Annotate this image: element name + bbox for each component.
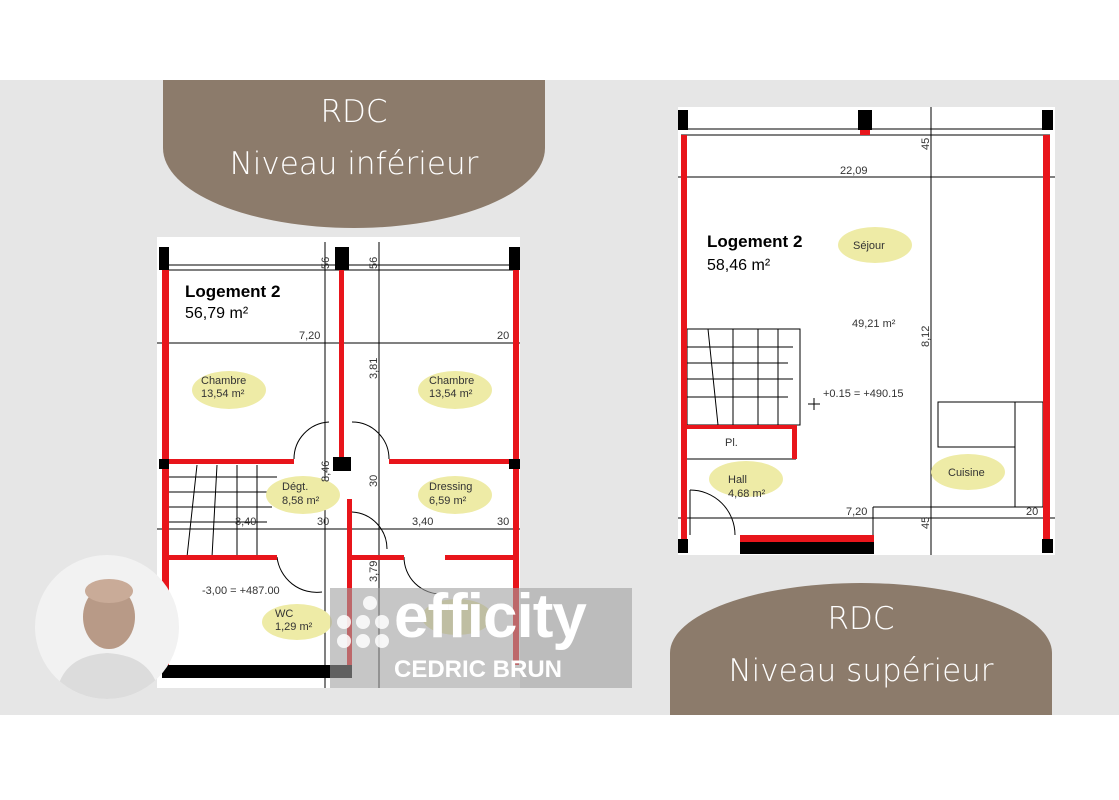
dimension: 3,79 xyxy=(368,561,380,582)
lower-level-tag: RDC Niveau inférieur xyxy=(163,80,545,228)
dimension: 20 xyxy=(1026,506,1038,518)
dimension: 45 xyxy=(920,517,932,529)
dimension: 45 xyxy=(920,138,932,150)
upper-floor-plan: Logement 2 58,46 m² Séjour 49,21 m² Hall… xyxy=(678,107,1055,555)
upper-plan-area: 58,46 m² xyxy=(707,257,771,274)
dimension: 30 xyxy=(368,475,380,487)
dimension: 3,40 xyxy=(412,516,433,528)
room-area: 6,59 m² xyxy=(429,495,467,507)
efficity-logo: efficity xyxy=(394,582,587,651)
lower-plan-area: 56,79 m² xyxy=(185,305,249,322)
room-area: 1,29 m² xyxy=(275,621,313,633)
room-area: 13,54 m² xyxy=(429,388,473,400)
room-name: Dressing xyxy=(429,481,472,493)
dimension: 56 xyxy=(368,257,380,269)
room-area: 4,68 m² xyxy=(728,488,766,500)
room-name: Chambre xyxy=(201,375,246,387)
upper-tag-line1: RDC xyxy=(827,601,895,637)
room-name: Cuisine xyxy=(948,467,985,479)
dimension: 3,81 xyxy=(368,358,380,379)
dimension: 7,20 xyxy=(299,330,320,342)
dimension: 22,09 xyxy=(840,165,868,177)
room-area: 49,21 m² xyxy=(852,318,896,330)
room-name: Chambre xyxy=(429,375,474,387)
level-marker: -3,00 = +487.00 xyxy=(202,585,280,597)
upper-level-tag: RDC Niveau supérieur xyxy=(670,583,1052,715)
upper-plan-title: Logement 2 xyxy=(707,232,802,251)
room-name: Hall xyxy=(728,474,747,486)
room-area: 8,58 m² xyxy=(282,495,320,507)
upper-tag-line2: Niveau supérieur xyxy=(728,653,994,689)
dimension: 8,46 xyxy=(320,461,332,482)
dimension: 30 xyxy=(317,516,329,528)
dimension: 8,12 xyxy=(920,326,932,347)
dimension: 7,20 xyxy=(846,506,867,518)
room-name: Dégt. xyxy=(282,481,308,493)
level-marker: +0.15 = +490.15 xyxy=(823,388,903,400)
agent-avatar xyxy=(35,555,179,699)
room-area: 13,54 m² xyxy=(201,388,245,400)
dimension: 20 xyxy=(497,330,509,342)
room-name: Séjour xyxy=(853,240,885,252)
efficity-logo-dots xyxy=(337,596,389,648)
dimension: 3,40 xyxy=(235,516,256,528)
lower-tag-line2: Niveau inférieur xyxy=(229,146,479,182)
dimension: 30 xyxy=(497,516,509,528)
lower-tag-line1: RDC xyxy=(320,94,388,130)
lower-plan-title: Logement 2 xyxy=(185,282,280,301)
room-name: Pl. xyxy=(725,437,738,449)
room-name: WC xyxy=(275,608,293,620)
agent-name: CEDRIC BRUN xyxy=(394,656,562,683)
dimension: 56 xyxy=(320,257,332,269)
